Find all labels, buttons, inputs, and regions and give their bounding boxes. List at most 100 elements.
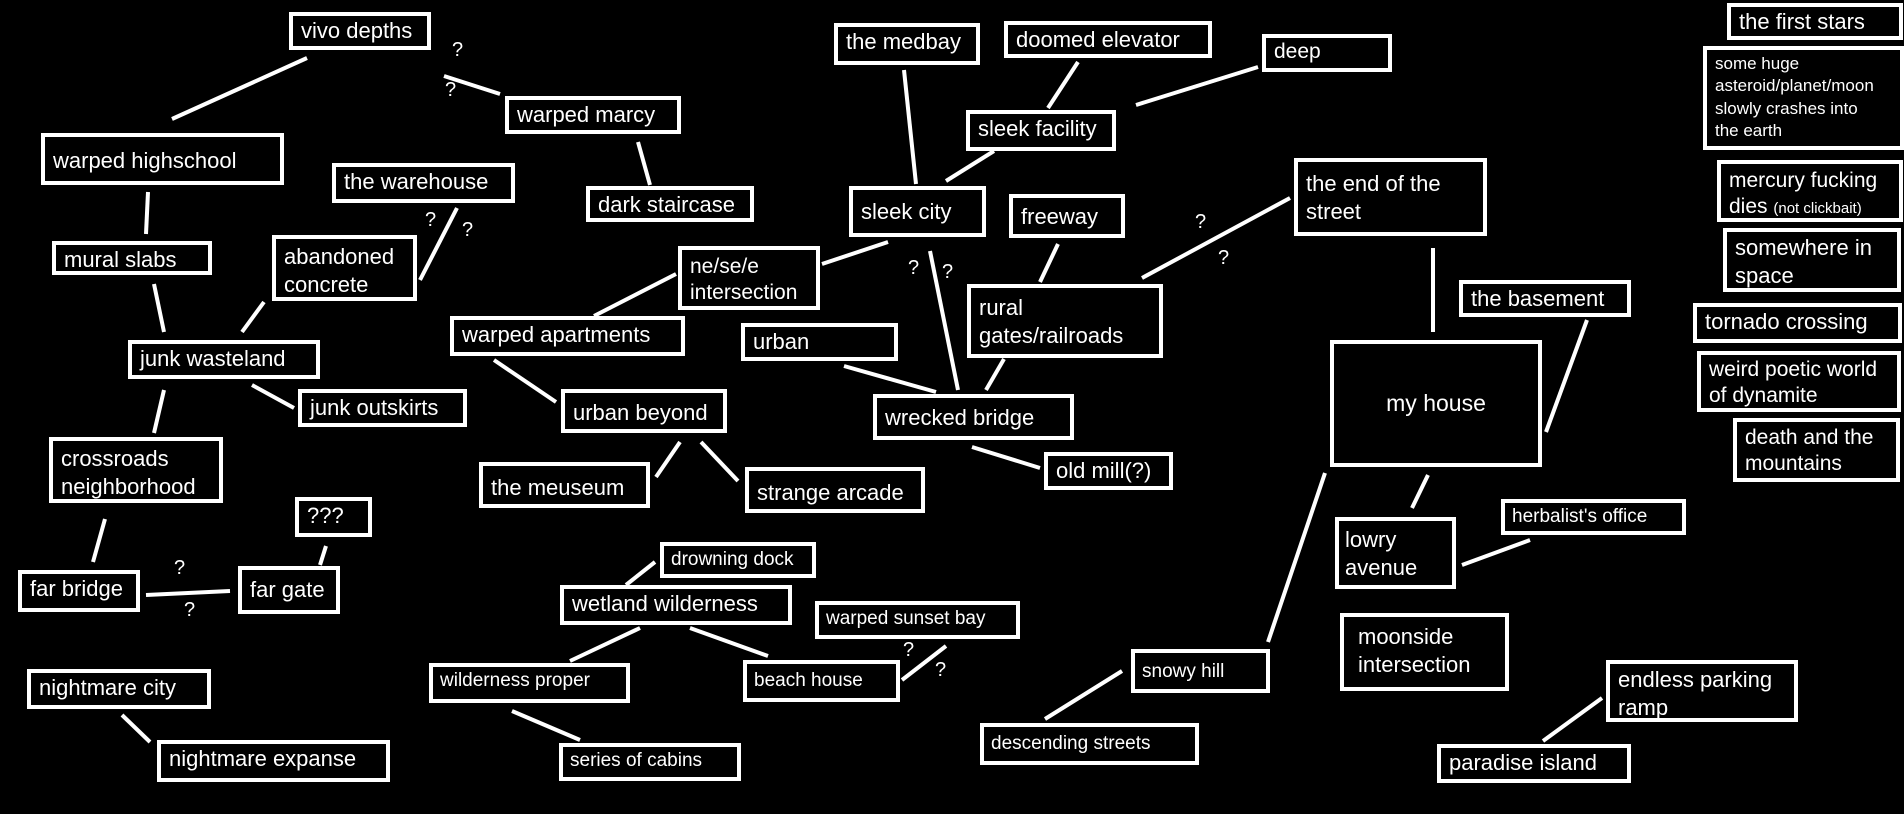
node-sleek-facility[interactable]: sleek facility bbox=[966, 110, 1116, 151]
edge-junk-crossroads bbox=[152, 389, 166, 434]
node-my-house[interactable]: my house bbox=[1330, 340, 1542, 467]
edge-warehouse-concrete bbox=[418, 207, 459, 281]
node-the-first-stars[interactable]: the first stars bbox=[1727, 3, 1903, 40]
edge-myhouse-snowyhill bbox=[1266, 472, 1327, 643]
edge-wilderness-cabins bbox=[511, 709, 581, 742]
uncertain-mark: ? bbox=[903, 639, 915, 661]
edge-junk-outskirts bbox=[251, 383, 295, 410]
node-endless-parking-ramp[interactable]: endless parking ramp bbox=[1606, 660, 1798, 722]
node-nightmare-expanse[interactable]: nightmare expanse bbox=[157, 740, 390, 782]
edge-crossroads-farbridge bbox=[91, 518, 107, 563]
node-the-meuseum[interactable]: the meuseum bbox=[479, 462, 650, 508]
node-crossroads-neighborhood[interactable]: crossroads neighborhood bbox=[49, 437, 223, 503]
edge-medbay-sleekcity bbox=[902, 69, 918, 185]
edge-vivo-highschool bbox=[171, 56, 308, 121]
node-urban-canopy[interactable]: urban canopy bbox=[741, 323, 898, 361]
edge-basement-myhouse bbox=[1544, 319, 1589, 433]
node-nese-intersection[interactable]: ne/se/e intersection bbox=[678, 246, 820, 310]
node-the-basement[interactable]: the basement bbox=[1459, 280, 1631, 317]
edge-apartments-urban bbox=[492, 358, 558, 404]
edge-wetland-beach bbox=[689, 626, 769, 658]
node-paradise-island[interactable]: paradise island bbox=[1437, 744, 1631, 783]
node-snowy-hill[interactable]: snowy hill bbox=[1131, 649, 1270, 693]
node-vivo-depths[interactable]: vivo depths bbox=[289, 12, 431, 50]
node-far-bridge[interactable]: far bridge bbox=[18, 570, 140, 612]
node-descending-streets[interactable]: descending streets bbox=[980, 723, 1199, 765]
node-somewhere-in-space[interactable]: somewhere in space bbox=[1723, 228, 1901, 292]
uncertain-mark: ? bbox=[425, 209, 437, 231]
node-strange-arcade[interactable]: strange arcade bbox=[745, 467, 925, 513]
node-death-and-the-mountains[interactable]: death and the mountains bbox=[1733, 418, 1900, 482]
node-dark-staircase[interactable]: dark staircase bbox=[586, 186, 754, 222]
edge-snowy-descending bbox=[1043, 669, 1124, 721]
uncertain-mark: ? bbox=[445, 79, 457, 101]
node-moonside-intersection[interactable]: moonside intersection bbox=[1340, 613, 1509, 691]
edge-mural-junk bbox=[152, 283, 166, 333]
edge-myhouse-lowry bbox=[1410, 474, 1430, 509]
edge-intersection-apartments bbox=[593, 272, 677, 318]
node-old-mill[interactable]: old mill(?) bbox=[1044, 452, 1173, 490]
node-freeway[interactable]: freeway bbox=[1009, 194, 1125, 238]
mercury-note-text: (not clickbait) bbox=[1773, 200, 1862, 218]
uncertain-mark: ? bbox=[1195, 211, 1207, 233]
node-wetland-wilderness[interactable]: wetland wilderness bbox=[560, 585, 792, 625]
node-nightmare-city[interactable]: nightmare city bbox=[27, 669, 211, 709]
node-series-of-cabins[interactable]: series of cabins bbox=[559, 743, 741, 781]
edge-unknown-fargate bbox=[318, 545, 328, 566]
edge-freeway-rural bbox=[1038, 243, 1060, 283]
edge-deep-facility bbox=[1135, 65, 1259, 107]
node-asteroid[interactable]: some huge asteroid/planet/moon slowly cr… bbox=[1703, 46, 1904, 150]
node-drowning-dock[interactable]: drowning dock bbox=[660, 542, 816, 578]
uncertain-mark: ? bbox=[1218, 247, 1230, 269]
uncertain-mark: ? bbox=[184, 599, 196, 621]
node-deep-facility[interactable]: deep facility bbox=[1262, 34, 1392, 72]
node-far-gate[interactable]: far gate bbox=[238, 566, 340, 614]
edge-highschool-mural bbox=[144, 191, 150, 235]
edge-parking-paradise bbox=[1541, 696, 1604, 743]
uncertain-mark: ? bbox=[452, 39, 464, 61]
node-warped-sunset-bay[interactable]: warped sunset bay bbox=[815, 601, 1020, 639]
edge-canopy-wrecked bbox=[843, 364, 937, 394]
uncertain-mark: ? bbox=[942, 261, 954, 283]
node-warped-apartments[interactable]: warped apartments bbox=[450, 316, 685, 356]
node-beach-house[interactable]: beach house bbox=[743, 660, 900, 702]
node-junk-wasteland[interactable]: junk wasteland bbox=[128, 340, 320, 379]
uncertain-mark: ? bbox=[935, 659, 947, 681]
node-rural-gates[interactable]: rural gates/railroads bbox=[967, 284, 1163, 358]
node-doomed-elevator[interactable]: doomed elevator bbox=[1004, 21, 1212, 58]
node-weird-poetic-world[interactable]: weird poetic world of dynamite bbox=[1697, 351, 1901, 412]
edge-endstreet-rural bbox=[1141, 196, 1291, 280]
node-mercury-dies[interactable]: mercury fucking dies (not clickbait) bbox=[1717, 160, 1903, 222]
node-wilderness-proper[interactable]: wilderness proper bbox=[429, 663, 630, 703]
node-urban-beyond[interactable]: urban beyond bbox=[561, 389, 727, 433]
edge-wetland-wilderness bbox=[569, 626, 641, 663]
node-abandoned-concrete[interactable]: abandoned concrete bbox=[272, 235, 417, 301]
uncertain-mark: ? bbox=[908, 257, 920, 279]
mercury-main-text: mercury fucking dies bbox=[1729, 169, 1878, 219]
edge-concrete-junk bbox=[240, 300, 266, 334]
node-unknown[interactable]: ??? bbox=[295, 497, 372, 537]
node-warped-marcy[interactable]: warped marcy bbox=[505, 96, 681, 134]
edge-sleekcity-intersection bbox=[821, 240, 889, 266]
edge-lowry-herbalist bbox=[1461, 538, 1531, 567]
node-wrecked-bridge[interactable]: wrecked bridge bbox=[873, 394, 1074, 440]
node-the-medbay[interactable]: the medbay bbox=[834, 23, 980, 65]
edge-dock-wetland bbox=[624, 560, 657, 587]
node-the-warehouse[interactable]: the warehouse bbox=[332, 163, 515, 203]
edge-farbridge-fargate bbox=[145, 589, 231, 597]
node-mural-slabs[interactable]: mural slabs bbox=[52, 241, 212, 275]
node-junk-outskirts[interactable]: junk outskirts bbox=[298, 389, 467, 427]
uncertain-mark: ? bbox=[174, 557, 186, 579]
node-herbalists-office[interactable]: herbalist's office bbox=[1501, 499, 1686, 535]
node-warped-highschool[interactable]: warped highschool bbox=[41, 133, 284, 185]
edge-sunsetbay-beach bbox=[900, 644, 948, 682]
node-lowry-avenue[interactable]: lowry avenue bbox=[1335, 517, 1456, 589]
edge-marcy-staircase bbox=[636, 141, 652, 186]
edge-elevator-facility bbox=[1046, 60, 1080, 110]
node-tornado-crossing[interactable]: tornado crossing bbox=[1693, 303, 1902, 343]
node-sleek-city[interactable]: sleek city bbox=[849, 186, 986, 237]
node-the-end-of-the-street[interactable]: the end of the street bbox=[1294, 158, 1487, 236]
uncertain-mark: ? bbox=[462, 219, 474, 241]
edge-wrecked-mill bbox=[971, 445, 1041, 470]
